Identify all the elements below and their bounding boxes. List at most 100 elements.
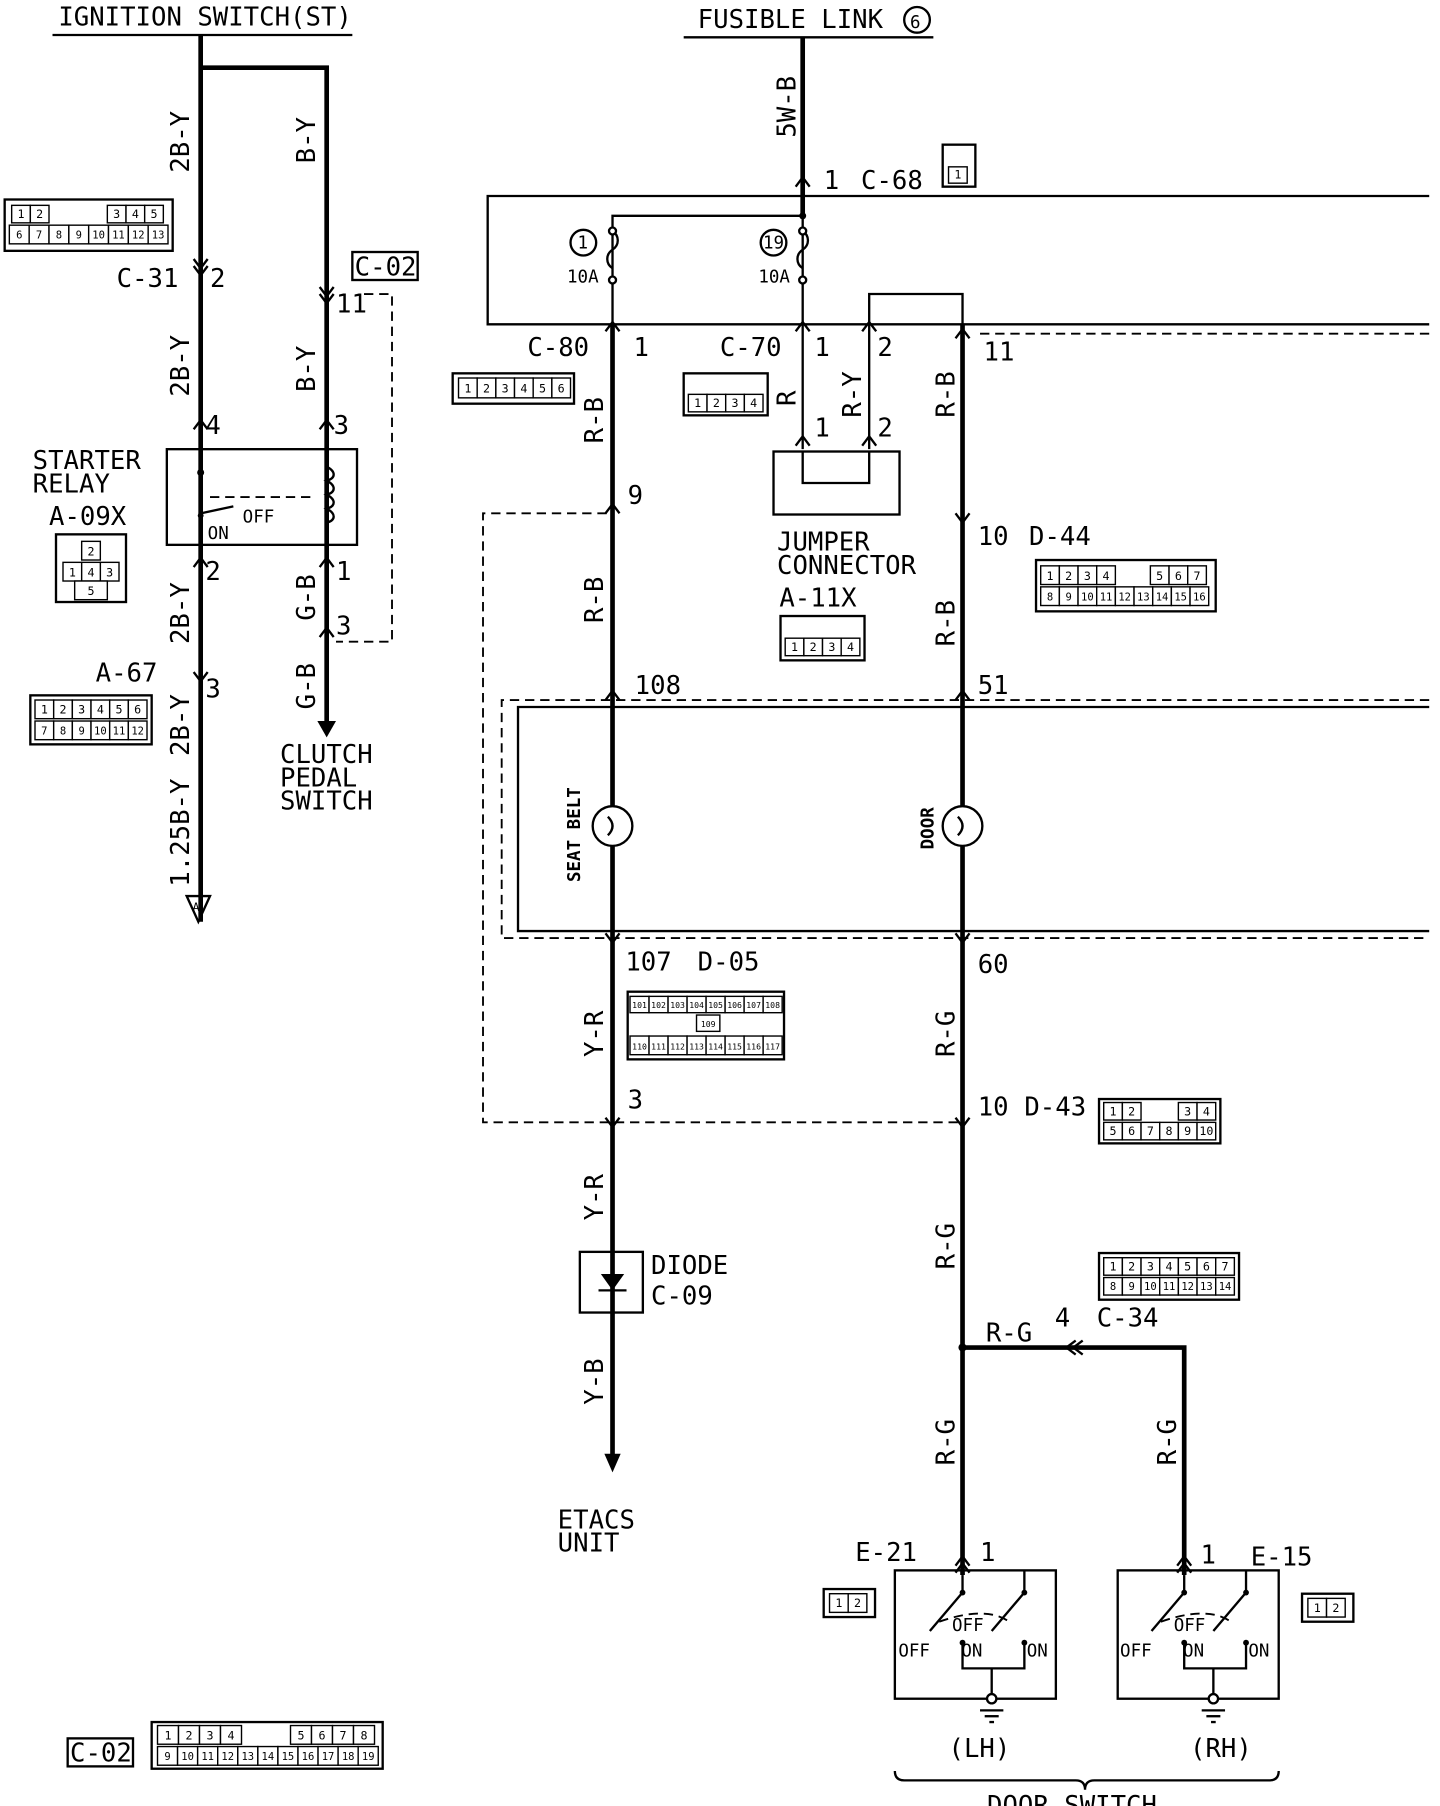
- starter-label: STARTER: [33, 446, 142, 476]
- connector-pin-cell: 2: [1121, 1257, 1142, 1276]
- rh-off-left: OFF: [1120, 1642, 1152, 1662]
- fusible-link-title: FUSIBLE LINK: [698, 5, 884, 35]
- svg-text:2: 2: [1128, 1259, 1135, 1273]
- svg-text:9: 9: [79, 725, 85, 737]
- connector-pin-cell: 1: [1307, 1597, 1328, 1618]
- connector-pin-cell: 4: [743, 393, 764, 413]
- svg-text:10: 10: [1081, 591, 1094, 603]
- svg-text:11: 11: [112, 230, 125, 242]
- fuse-1-term-top: [607, 226, 618, 236]
- connector-pin-cell: 2: [476, 377, 497, 399]
- fuse-19-term-top: [798, 226, 808, 236]
- connector-pin-cell: 8: [48, 224, 70, 245]
- fusible-number-circle: [903, 5, 932, 34]
- svg-text:12: 12: [132, 230, 145, 242]
- connector-pin-cell: 14: [1151, 586, 1173, 607]
- svg-text:1: 1: [0, 0, 4, 3]
- wire-label-r: R: [773, 390, 803, 406]
- connector-chevrons-left: [192, 258, 335, 684]
- svg-text:4: 4: [520, 381, 527, 395]
- svg-text:14: 14: [262, 1751, 275, 1763]
- connector-pin-cell: 6: [1121, 1121, 1142, 1141]
- svg-text:101: 101: [632, 1000, 647, 1010]
- svg-text:117: 117: [765, 1041, 780, 1051]
- connector-pin-cell: 4: [90, 699, 111, 720]
- pin-c02-3: 3: [336, 612, 351, 642]
- svg-text:8: 8: [1110, 1281, 1116, 1293]
- svg-text:13: 13: [1200, 1281, 1213, 1293]
- connector-pin-cell: 106: [724, 995, 745, 1014]
- connector-pin-cell: 10: [90, 720, 111, 741]
- connector-pin-cell: 13: [147, 224, 169, 245]
- dashed-loop-9-3: [482, 512, 963, 1124]
- svg-text:14: 14: [1219, 1281, 1232, 1293]
- connector-pin-cell: 3: [1177, 1101, 1198, 1121]
- pin-60: 60: [978, 950, 1009, 980]
- connector-pin-cell: 10: [1140, 1276, 1161, 1296]
- jumper-label-2: CONNECTOR: [777, 551, 917, 581]
- pin-c02-11: 11: [336, 290, 367, 320]
- svg-text:13: 13: [241, 1751, 254, 1763]
- connector-pin-cell: 1: [1102, 1101, 1124, 1121]
- connector-c70-label: C-70: [720, 333, 782, 363]
- connector-pin-cell: 2: [1121, 1101, 1142, 1121]
- svg-text:5: 5: [1110, 1124, 1117, 1138]
- pin-c68-1: 1: [824, 166, 839, 196]
- connector-pin-cell: 1: [1039, 565, 1061, 586]
- connector-pin-cell: 9: [68, 224, 90, 245]
- svg-text:1: 1: [1110, 1104, 1117, 1118]
- fusible-number: 6: [910, 13, 921, 33]
- svg-text:6: 6: [134, 702, 141, 716]
- svg-text:113: 113: [689, 1041, 704, 1051]
- wire-label-rg-rh: R-G: [1153, 1419, 1183, 1465]
- fuse-19-element: [796, 230, 810, 270]
- svg-text:112: 112: [670, 1041, 685, 1051]
- wire-label-rb-3: R-B: [580, 577, 610, 623]
- svg-text:3: 3: [502, 381, 509, 395]
- connector-pin-cell: 103: [667, 995, 688, 1014]
- wire-label-by-2: B-Y: [292, 346, 322, 392]
- connector-pin-cell: 2: [177, 1724, 201, 1745]
- pin-107: 107: [625, 948, 671, 978]
- svg-text:1: 1: [41, 702, 48, 716]
- etacs-arrow: [604, 1453, 621, 1473]
- pin-a67-3: 3: [205, 675, 220, 705]
- svg-text:5: 5: [1184, 1259, 1191, 1273]
- pin-3: 3: [628, 1085, 643, 1115]
- svg-text:1: 1: [69, 565, 76, 579]
- svg-text:4: 4: [87, 565, 94, 579]
- meter-dashed-outline: [500, 699, 1430, 939]
- connector-pin-cell: 1: [0, 0, 4, 3]
- svg-text:3: 3: [828, 640, 835, 654]
- svg-text:5: 5: [0, 0, 4, 3]
- wire-label-yr-1: Y-R: [580, 1010, 610, 1057]
- relay-coil: [323, 465, 335, 524]
- connector-pin-cell: 108: [762, 995, 783, 1014]
- connector-pin-cell: 4: [840, 637, 861, 657]
- connector-pin-cell: 12: [1177, 1276, 1198, 1296]
- connector-c02-label: C-02: [355, 252, 417, 282]
- svg-text:6: 6: [16, 230, 22, 242]
- connector-outline: [682, 372, 769, 417]
- svg-text:10: 10: [94, 725, 107, 737]
- connector-pin-cell: 3: [198, 1724, 222, 1745]
- connector-pin-cell: 3: [106, 204, 127, 224]
- pin-d43-10: 10: [978, 1092, 1009, 1122]
- relay-on-label: ON: [208, 524, 229, 544]
- pin-c70-2: 2: [877, 333, 892, 363]
- svg-text:12: 12: [1181, 1281, 1194, 1293]
- fuse-1-number: 1: [578, 234, 589, 254]
- connector-outline: [451, 372, 576, 405]
- connector-pin-cell: 1: [784, 637, 805, 657]
- connector-pin-cell: 8: [1102, 1276, 1124, 1296]
- svg-text:9: 9: [1184, 1124, 1191, 1138]
- junction-block-outline: [486, 194, 1430, 326]
- svg-text:4: 4: [132, 207, 139, 221]
- wire-label-by-1: B-Y: [292, 117, 322, 163]
- pin-d44-10: 10: [978, 522, 1009, 552]
- wire-label-125by: 1.25B-Y: [166, 779, 196, 887]
- svg-text:1: 1: [835, 1596, 842, 1610]
